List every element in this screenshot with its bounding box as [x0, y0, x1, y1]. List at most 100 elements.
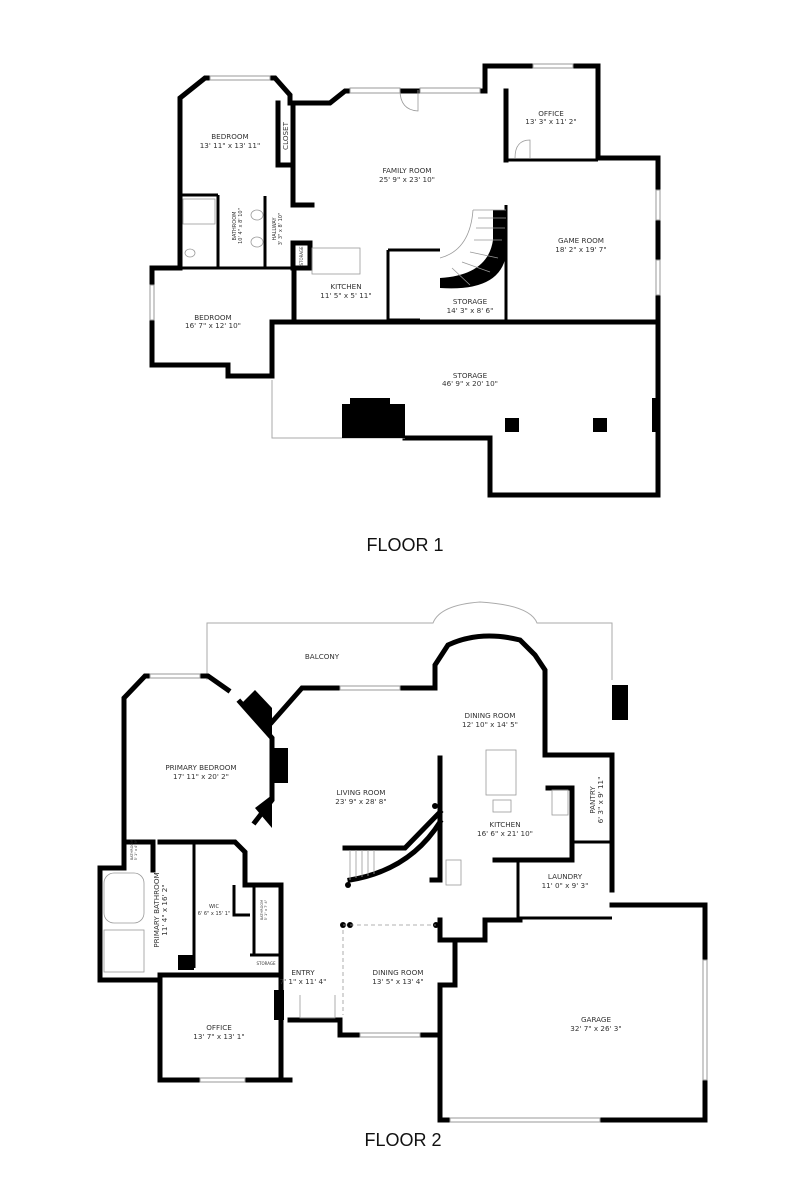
- room-label: LAUNDRY: [548, 872, 583, 881]
- room-dims: 18' 2" x 19' 7": [555, 245, 606, 254]
- stair-wall: [342, 808, 444, 851]
- fireplace: [612, 685, 628, 720]
- wall-segment: [652, 398, 658, 432]
- room-dims: 13' 3" x 11' 2": [525, 117, 576, 126]
- room-dims: 5' 1" x 7' 4": [264, 899, 268, 920]
- room-label: BEDROOM: [194, 313, 232, 322]
- window: [655, 189, 661, 221]
- room-label: BATHROOM: [130, 840, 134, 860]
- wall: [287, 63, 661, 325]
- entry-door: [299, 995, 336, 1019]
- fireplace: [272, 748, 288, 783]
- sink: [250, 236, 264, 248]
- fridge: [551, 789, 569, 816]
- bathtub: [103, 872, 145, 924]
- kitchen-counter: [311, 247, 361, 275]
- wall: [290, 100, 315, 208]
- window: [199, 1077, 246, 1083]
- room-label: BEDROOM: [211, 132, 249, 141]
- room-label: PRIMARY BATHROOM: [152, 872, 161, 947]
- room-dims: 3' 3" x 8' 10": [278, 213, 284, 246]
- wall-segment: [255, 795, 272, 828]
- room-dims: 11' 5" x 5' 11": [320, 291, 371, 300]
- stair-block: [342, 404, 405, 438]
- room-dims: 16' 6" x 21' 10": [477, 829, 533, 838]
- room-label: BATHROOM: [260, 900, 264, 920]
- room-label: KITCHEN: [489, 820, 520, 829]
- wall: [287, 902, 708, 1123]
- room-label: WIC: [209, 904, 219, 910]
- wall: [275, 100, 296, 168]
- stair-wall: [440, 210, 506, 289]
- room-label: BALCONY: [305, 652, 340, 661]
- room-dims: 46' 9" x 20' 10": [442, 379, 498, 388]
- wall-segment: [274, 990, 284, 1020]
- wall: [121, 673, 232, 871]
- wall: [177, 75, 293, 271]
- wall: [149, 265, 295, 379]
- room-dims: 16' 7" x 12' 10": [185, 321, 241, 330]
- room-label: GARAGE: [581, 1015, 612, 1024]
- room-label: DINING ROOM: [373, 968, 424, 977]
- balcony-railing: [206, 601, 613, 680]
- room-label: LIVING ROOM: [337, 788, 386, 797]
- room-label: GAME ROOM: [558, 236, 604, 245]
- kitchen-island: [485, 749, 517, 796]
- room-label: STORAGE: [453, 297, 488, 306]
- room-label: KITCHEN: [330, 282, 361, 291]
- room-dims: 7' 1" x 11' 4": [280, 977, 327, 986]
- window: [209, 75, 271, 81]
- room-dims: 23' 9" x 28' 8": [335, 797, 386, 806]
- floor-1-plan: BEDROOM 13' 11" x 13' 11" CLOSET FAMILY …: [149, 63, 661, 555]
- wall: [437, 917, 523, 943]
- window: [339, 685, 401, 691]
- wall: [268, 633, 615, 893]
- room-label: HALLWAY: [272, 217, 278, 241]
- toilet: [184, 248, 196, 258]
- column: [505, 418, 519, 432]
- room-dims: 12' 10" x 14' 5": [462, 720, 518, 729]
- wall: [250, 885, 281, 957]
- room-label: STORAGE: [256, 961, 276, 966]
- window: [349, 87, 401, 94]
- room-dims: 14' 3" x 8' 6": [447, 306, 494, 315]
- room-dims: 11' 0" x 9' 3": [542, 881, 589, 890]
- garage-door: [449, 1117, 601, 1123]
- wall: [290, 240, 313, 271]
- room-label: DINING ROOM: [465, 711, 516, 720]
- room-label: PANTRY: [588, 786, 597, 814]
- room-label: CLOSET: [281, 121, 290, 150]
- stair-wall: [347, 818, 444, 883]
- sink: [492, 799, 512, 813]
- room-dims: 25' 9" x 23' 10": [379, 175, 435, 184]
- wall: [492, 785, 575, 863]
- window: [702, 959, 708, 1081]
- room-dims: 6' 6" x 15' 1": [198, 911, 231, 917]
- opening: [342, 924, 436, 1015]
- window: [149, 284, 155, 321]
- room-dims: 17' 11" x 20' 2": [173, 772, 229, 781]
- wall: [429, 755, 443, 883]
- room-dims: 5' 1" x 4' 9": [134, 839, 138, 860]
- wall: [97, 839, 156, 873]
- shower: [103, 929, 145, 973]
- room-label: BATHROOM: [232, 212, 238, 241]
- room-dims: 32' 7" x 26' 3": [570, 1024, 621, 1033]
- room-dims: 6' 3" x 9' 11": [596, 777, 605, 824]
- floor-title: FLOOR 1: [366, 535, 443, 555]
- fireplace: [240, 690, 272, 735]
- room-label: PRIMARY BEDROOM: [165, 763, 236, 772]
- kitchen-counter: [445, 859, 462, 886]
- wall: [437, 917, 458, 1038]
- column: [593, 418, 607, 432]
- window: [149, 673, 201, 679]
- wall: [289, 319, 661, 498]
- window: [532, 63, 574, 69]
- column: [432, 803, 438, 809]
- room-dims: 10' 4" x 8' 10": [238, 208, 244, 244]
- room-dims: 13' 11" x 13' 11": [200, 141, 261, 150]
- wall: [157, 839, 258, 888]
- window: [359, 1032, 421, 1038]
- room-dims: 13' 5" x 13' 4": [372, 977, 423, 986]
- room-label: FAMILY ROOM: [383, 166, 432, 175]
